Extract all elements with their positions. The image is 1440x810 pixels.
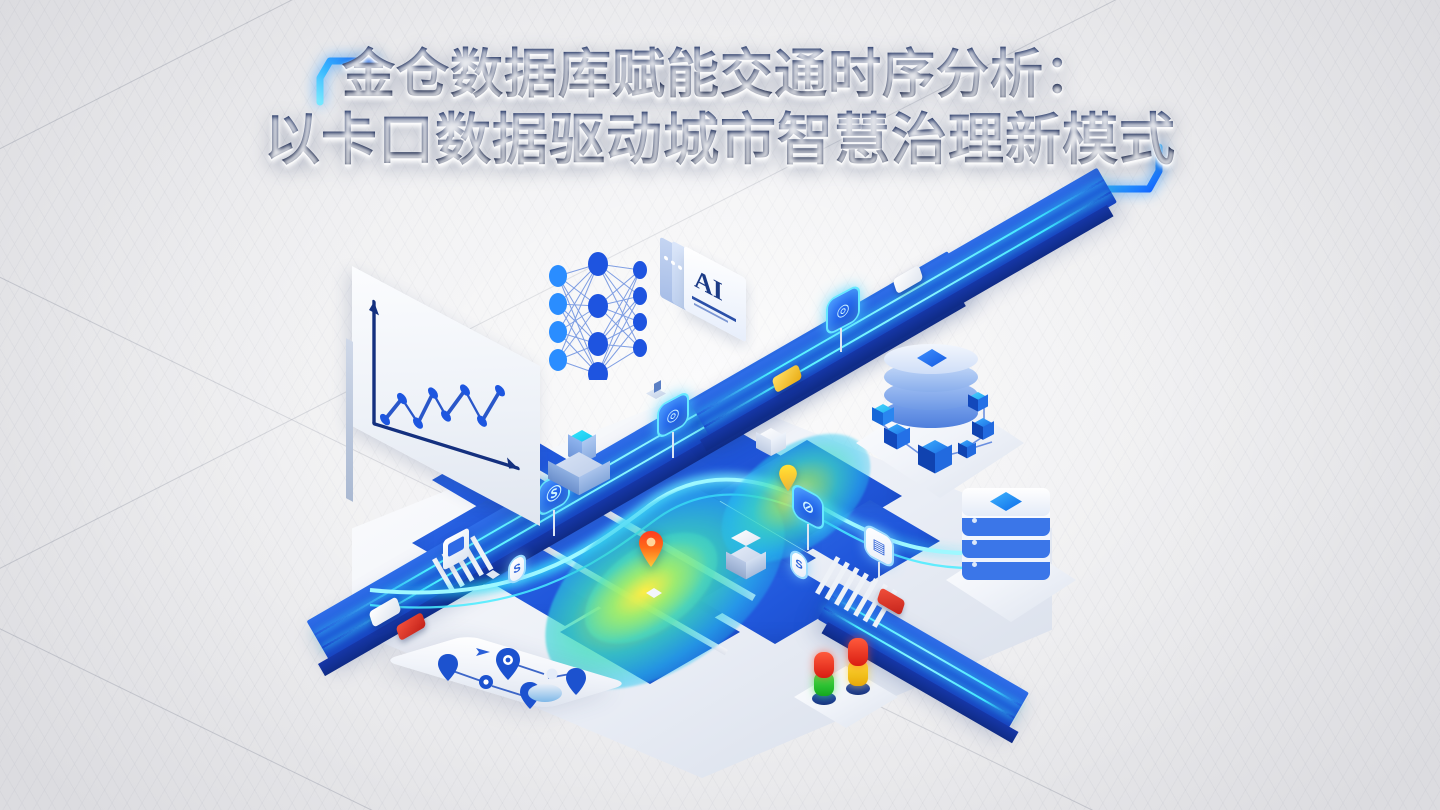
db-node-cube (972, 418, 994, 442)
traffic-lamp-green (814, 672, 834, 696)
plot-marker-white (646, 588, 662, 598)
route-pins-card-content (420, 634, 592, 712)
building-cube-small-white (756, 428, 786, 460)
kiosk-pole (878, 562, 880, 580)
page-title-line-2: 以卡口数据驱动城市智慧治理新模式 (0, 107, 1440, 173)
sign-gantry-right-pole (807, 524, 809, 550)
db-node-cube (884, 424, 910, 452)
heatmap-center (522, 440, 808, 732)
traffic-light-right (846, 638, 870, 696)
plot-marker-white (486, 570, 500, 579)
db-node-cube (968, 392, 988, 414)
db-node-cube-large (918, 440, 952, 476)
building-cube-wide (548, 452, 610, 498)
traffic-lamp-red (848, 638, 868, 666)
database-chip (917, 349, 947, 367)
db-node-cube (958, 440, 976, 460)
corner-bracket-top-left (314, 56, 380, 106)
database-cylinder (884, 344, 978, 428)
sign-speed-left-pole (553, 510, 555, 536)
building-cube-pair (726, 530, 766, 582)
corner-bracket-bottom-right (1097, 143, 1167, 197)
server-chip (990, 492, 1022, 511)
traffic-light-left (812, 650, 836, 706)
page-title-line-1: 金仓数据库赋能交通时序分析： (0, 44, 1440, 107)
traffic-lamp-yellow (848, 660, 868, 686)
sign-camera-mid-pole (672, 432, 674, 458)
db-node-cube (872, 404, 894, 428)
route-card-puck (528, 684, 562, 702)
sign-camera-top-arm (840, 328, 842, 352)
heatmap-upper-right (707, 407, 885, 589)
neural-network-diagram (549, 252, 647, 380)
traffic-lamp-red (814, 652, 834, 678)
building-cube-teal (562, 430, 602, 476)
mailbox-icon (646, 380, 666, 402)
title-block: 金仓数据库赋能交通时序分析： 以卡口数据驱动城市智慧治理新模式 (0, 44, 1440, 173)
ai-window-card-front: AI (684, 245, 746, 343)
line-chart-panel (352, 266, 540, 526)
line-chart-panel-edge (346, 338, 353, 502)
server-rack (962, 488, 1050, 584)
location-pin-red (638, 530, 664, 568)
location-pin-yellow (778, 464, 798, 492)
